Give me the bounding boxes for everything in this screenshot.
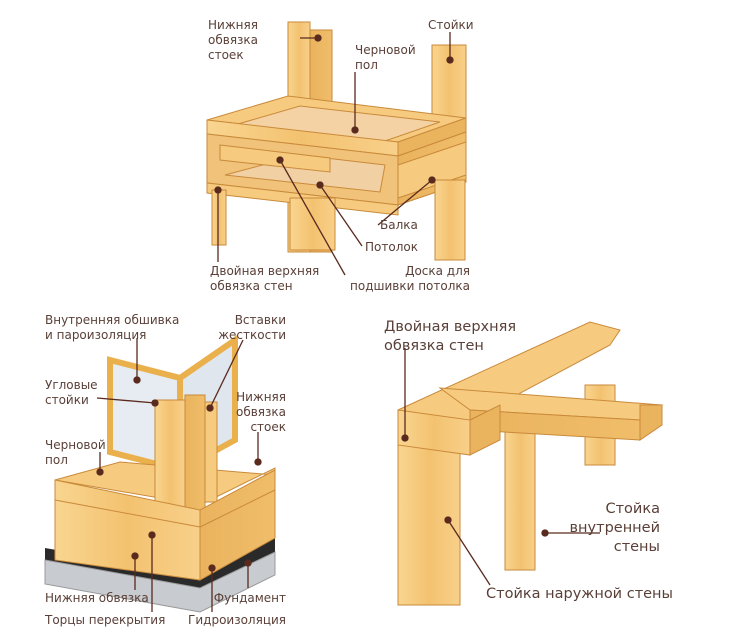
label-floor-ends: Торцы перекрытия (45, 613, 166, 627)
leader-lines (96, 32, 600, 612)
label-ceiling-board: Доска для подшивки потолка (350, 264, 470, 293)
top-plate-assembly-drawing (397, 321, 664, 606)
label-foundation: Фундамент (213, 591, 286, 605)
label-joist: Балка (380, 218, 418, 232)
label-interior-wall-stud: Стойка внутренней стены (569, 501, 660, 555)
label-corner-studs: Угловые стойки (45, 378, 98, 407)
label-subfloor-corner: Черновой пол (45, 438, 106, 467)
label-double-top-plate-top: Двойная верхняя обвязка стен (210, 264, 320, 293)
label-subfloor-top: Черновой пол (355, 43, 416, 72)
label-studs: Стойки (428, 18, 474, 32)
label-bottom-plate-studs-corner: Нижняя обвязка стоек (235, 390, 286, 434)
label-exterior-wall-stud: Стойка наружной стены (486, 586, 673, 602)
label-double-top-plate-right: Двойная верхняя обвязка стен (384, 319, 517, 354)
label-stiffeners: Вставки жесткости (218, 313, 286, 342)
corner-assembly-drawing (44, 334, 276, 613)
label-sill-plate: Нижняя обвязка (45, 591, 149, 605)
label-ceiling: Потолок (365, 240, 418, 254)
label-inner-sheathing: Внутренняя обшивка и пароизоляция (45, 313, 180, 342)
label-waterproofing: Гидроизоляция (188, 613, 286, 627)
floor-assembly-drawing (206, 21, 467, 261)
label-bottom-plate-studs-top: Нижняя обвязка стоек (208, 18, 259, 62)
